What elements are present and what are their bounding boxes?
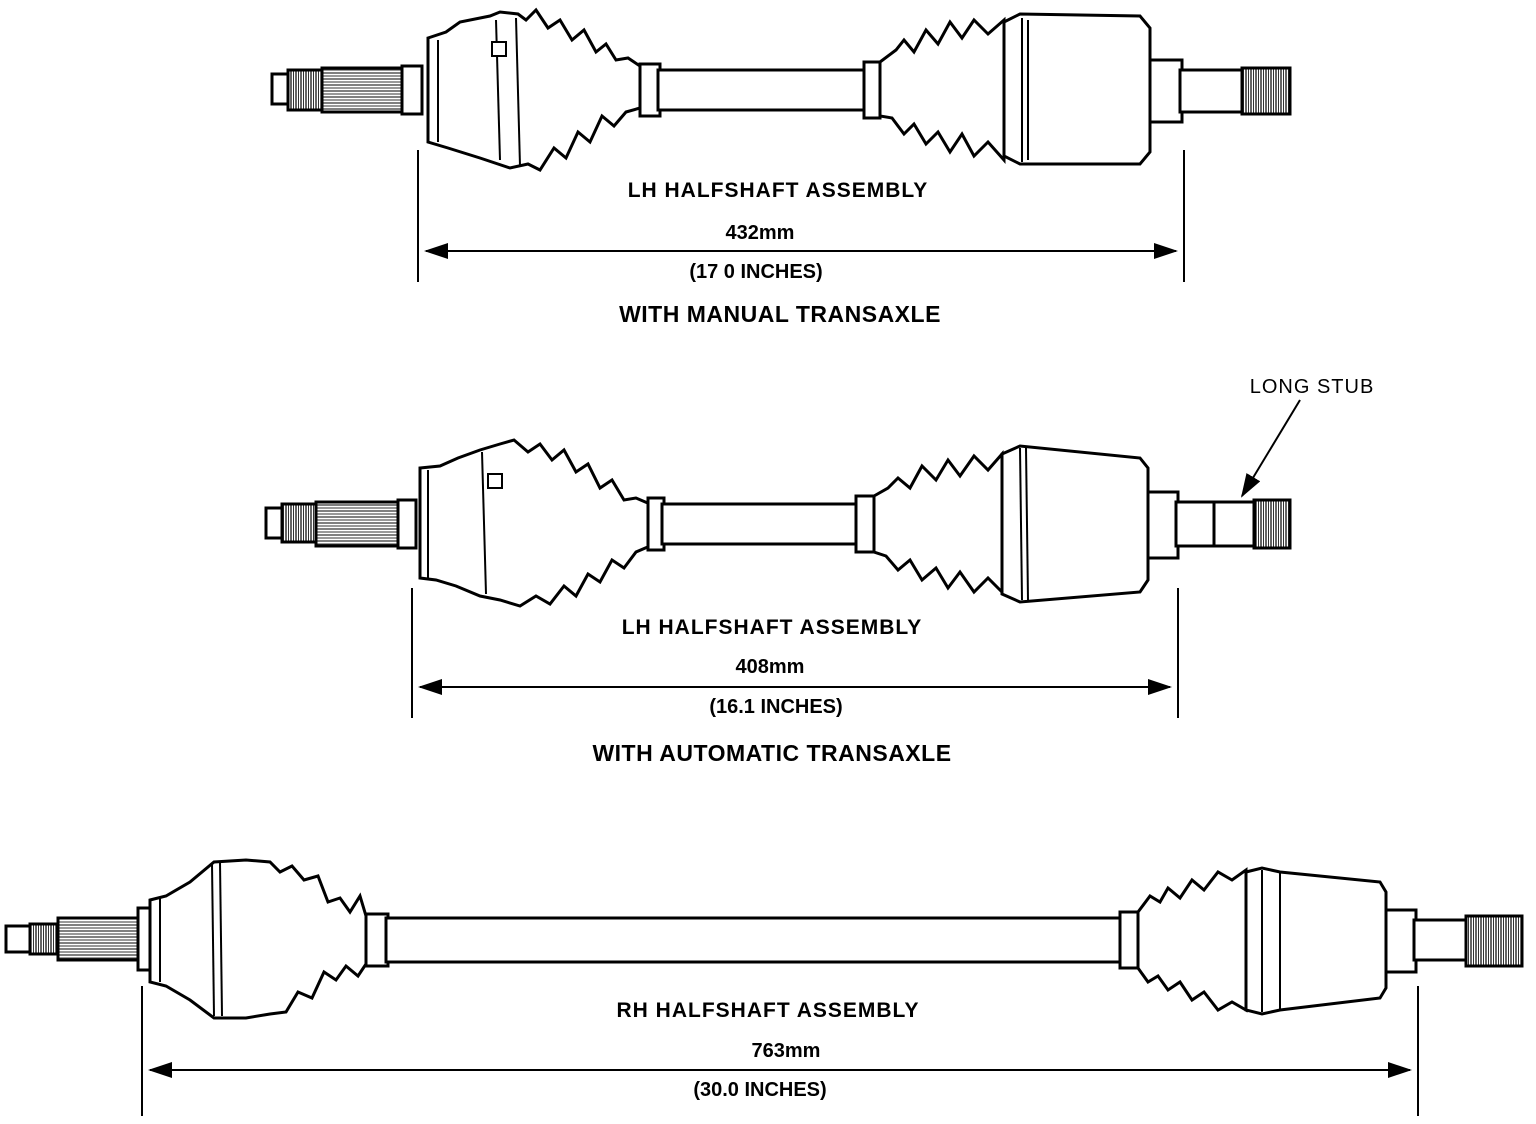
length-mm-lh-manual: 432mm: [726, 222, 795, 244]
lh-halfshaft-manual: [270, 7, 1292, 172]
title-rh: RH HALFSHAFT ASSEMBLY: [617, 999, 920, 1022]
outboard-stub: [1146, 490, 1292, 560]
outboard-stub: [1148, 58, 1292, 124]
long-stub-label: LONG STUB: [1250, 376, 1375, 398]
rh-halfshaft: [4, 858, 1524, 1020]
dimension-rh: [141, 986, 1419, 1116]
outboard-cv-joint: [862, 12, 1152, 166]
dimension-lh-automatic: [411, 588, 1179, 718]
length-in-lh-automatic: (16.1 INCHES): [709, 696, 842, 718]
bar-shaft: [656, 68, 868, 112]
dimension-lh-manual: [417, 150, 1185, 282]
title-lh-manual: LH HALFSHAFT ASSEMBLY: [628, 179, 929, 202]
bar-shaft: [384, 916, 1124, 964]
inboard-cv-joint: [426, 7, 662, 172]
inboard-cv-joint: [418, 438, 666, 608]
inboard-stub: [270, 64, 424, 116]
caption-manual-transaxle: WITH MANUAL TRANSAXLE: [619, 301, 941, 327]
caption-automatic-transaxle: WITH AUTOMATIC TRANSAXLE: [592, 740, 951, 766]
outboard-cv-joint: [854, 444, 1150, 604]
length-mm-rh: 763mm: [752, 1040, 821, 1062]
bar-shaft: [660, 502, 860, 546]
inboard-cv-joint: [148, 858, 390, 1020]
outboard-cv-joint: [1118, 866, 1388, 1016]
length-in-lh-manual: (17 0 INCHES): [689, 261, 822, 283]
lh-halfshaft-automatic: [264, 438, 1292, 608]
title-lh-automatic: LH HALFSHAFT ASSEMBLY: [622, 616, 923, 639]
inboard-stub: [264, 498, 418, 550]
inboard-stub: [4, 906, 152, 972]
length-in-rh: (30.0 INCHES): [693, 1079, 826, 1101]
long-stub-callout: [1240, 399, 1301, 498]
length-mm-lh-automatic: 408mm: [736, 656, 805, 678]
outboard-stub: [1384, 908, 1524, 974]
